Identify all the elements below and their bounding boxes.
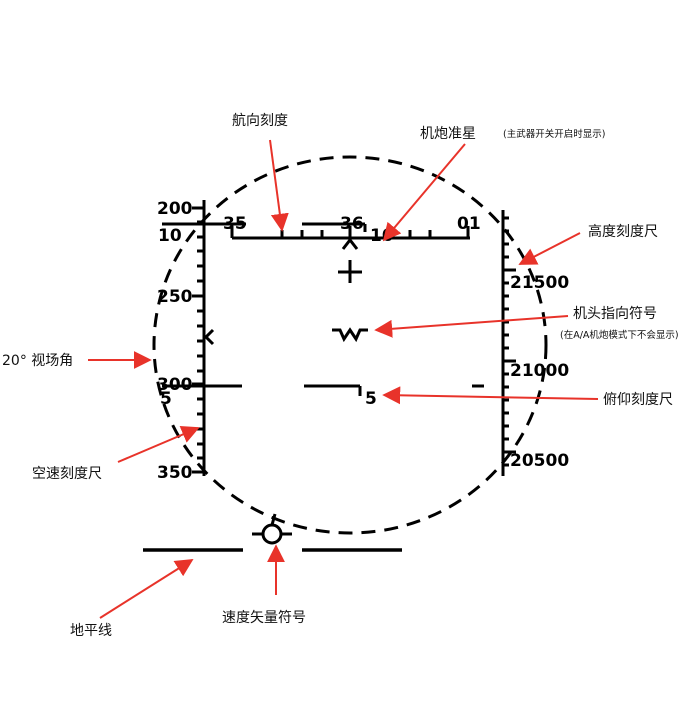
fov-circle — [152, 155, 548, 535]
altitude-label-21000: 21000 — [510, 361, 569, 381]
airspeed-caret-icon — [203, 328, 215, 346]
label-airspeed-scale: 空速刻度尺 — [32, 466, 102, 482]
annotation-arrows — [88, 139, 599, 619]
label-heading-scale: 航向刻度 — [232, 113, 288, 129]
label-gun-pipper: 机炮准星 — [420, 126, 476, 142]
altitude-label-20500: 20500 — [510, 451, 569, 471]
heading-scale — [230, 226, 470, 240]
heading-tick-01: 01 — [457, 214, 481, 234]
pitch-label-5-right: 5 — [365, 389, 377, 409]
label-horizon: 地平线 — [70, 623, 112, 639]
pitch-label-10-right: 10 — [370, 226, 394, 246]
gun-pipper-icon — [338, 260, 362, 283]
boresight-w-icon — [332, 327, 368, 343]
label-gun-pipper-note: (主武器开关开启时显示) — [503, 128, 605, 140]
label-boresight: 机头指向符号 — [573, 306, 657, 322]
pitch-line-5 — [162, 384, 362, 396]
label-velocity-vector: 速度矢量符号 — [222, 610, 306, 626]
heading-caret-icon — [341, 237, 359, 250]
label-altitude-scale: 高度刻度尺 — [588, 223, 658, 240]
label-fov: 20° 视场角 — [2, 353, 73, 369]
airspeed-scale — [192, 200, 206, 476]
airspeed-label-350: 350 — [157, 463, 193, 483]
label-boresight-note: (在A/A机炮模式下不会显示) — [560, 329, 679, 341]
altitude-label-21500: 21500 — [510, 273, 569, 293]
pitch-label-10-left: 10 — [158, 226, 182, 246]
airspeed-label-300: 300 — [157, 375, 193, 395]
pitch-label-5-left: 5 — [160, 389, 172, 409]
airspeed-label-200: 200 — [157, 199, 193, 219]
airspeed-label-250: 250 — [157, 287, 193, 307]
label-pitch-ladder: 俯仰刻度尺 — [603, 392, 673, 408]
altitude-scale — [472, 210, 516, 476]
velocity-vector-icon — [252, 513, 292, 545]
